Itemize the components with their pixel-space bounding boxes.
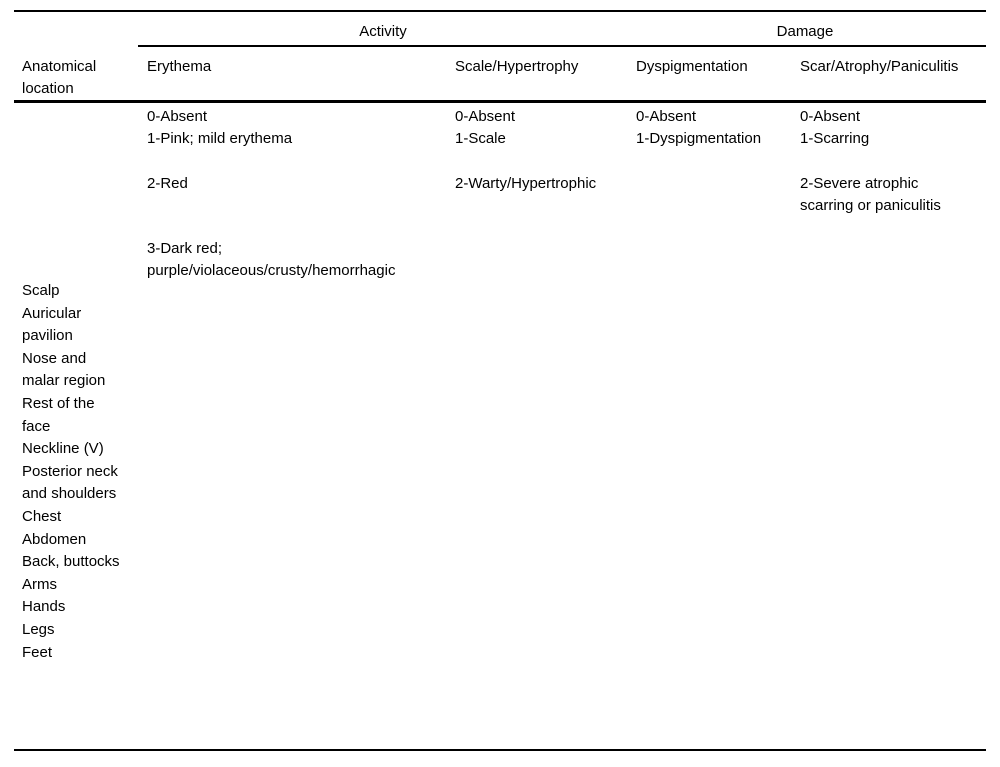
group-header-rule xyxy=(138,45,986,47)
table-bottom-rule xyxy=(14,749,986,751)
group-header-activity: Activity xyxy=(359,23,407,40)
score-item: 2-Severe atrophic scarring or paniculiti… xyxy=(800,175,941,214)
score-item: 0-Absent xyxy=(800,108,861,125)
column-header-scale-hypertrophy: Scale/Hypertrophy xyxy=(455,58,579,75)
column-header-anatomical-location: Anatomical location xyxy=(22,58,97,97)
anatomical-location-item: Legs xyxy=(22,620,55,638)
group-header-damage: Damage xyxy=(776,23,834,40)
score-item: 1-Dyspigmentation xyxy=(636,130,762,147)
anatomical-location-item: Chest xyxy=(22,507,62,525)
anatomical-location-item: Nose and malar region xyxy=(22,349,106,390)
score-item: 1-Pink; mild erythema xyxy=(147,130,293,147)
anatomical-location-item: Back, buttocks xyxy=(22,553,120,571)
score-item: 2-Red xyxy=(147,175,188,192)
score-item: 0-Absent xyxy=(636,108,697,125)
score-item: 0-Absent xyxy=(455,108,516,125)
anatomical-location-item: Feet xyxy=(22,643,53,661)
column-header-scar-atrophy-paniculitis: Scar/Atrophy/Paniculitis xyxy=(800,58,959,75)
score-item: 1-Scarring xyxy=(800,130,870,147)
anatomical-location-item: Abdomen xyxy=(22,530,87,548)
score-item: 2-Warty/Hypertrophic xyxy=(455,175,597,192)
anatomical-location-item: Posterior neck and shoulders xyxy=(22,462,118,503)
anatomical-location-item: Arms xyxy=(22,575,57,593)
anatomical-location-item: Rest of the face xyxy=(22,394,95,435)
score-item: 3-Dark red; purple/violaceous/crusty/hem… xyxy=(147,240,396,279)
anatomical-location-item: Scalp xyxy=(22,282,60,299)
column-header-rule xyxy=(14,100,986,103)
score-item: 0-Absent xyxy=(147,108,208,125)
column-header-erythema: Erythema xyxy=(147,58,212,75)
anatomical-location-item: Auricular pavilion xyxy=(22,304,82,345)
score-item: 1-Scale xyxy=(455,130,506,147)
anatomical-location-item: Neckline (V) xyxy=(22,440,104,458)
anatomical-location-item: Hands xyxy=(22,598,66,616)
table-top-rule xyxy=(14,10,986,12)
column-header-dyspigmentation: Dyspigmentation xyxy=(636,58,748,75)
